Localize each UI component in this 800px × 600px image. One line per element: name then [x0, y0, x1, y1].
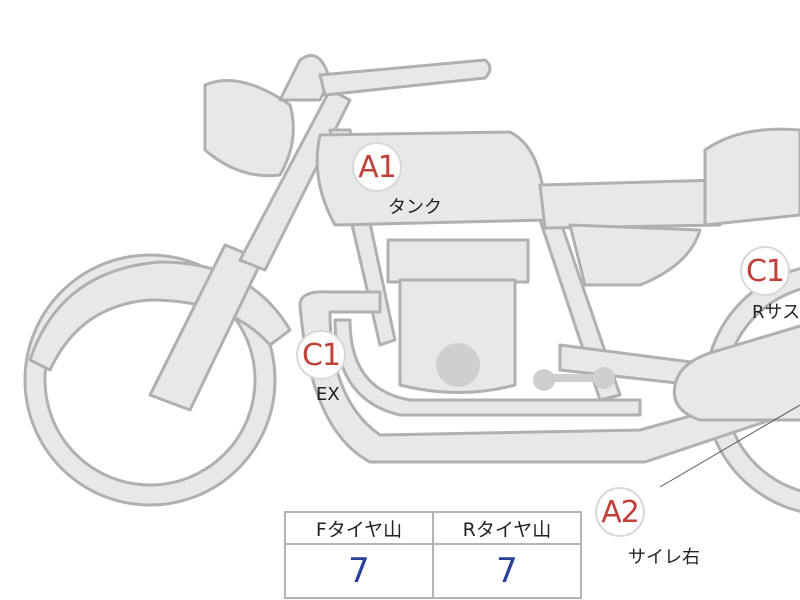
muffler	[672, 324, 800, 422]
engine-block	[398, 278, 517, 394]
exhaust-pipe	[298, 290, 800, 464]
marker-label-ex: EX	[316, 384, 340, 405]
engine-head	[386, 238, 530, 284]
seat	[538, 178, 722, 230]
rear-tire-value: 7	[432, 543, 582, 599]
leader-line	[659, 404, 800, 488]
marker-label-rsus: Rサス	[752, 302, 800, 323]
marker-badge-a1[interactable]: A1	[352, 142, 402, 192]
front-tire-header: Fタイヤ山	[284, 511, 434, 545]
front-tire-value: 7	[284, 543, 434, 599]
marker-badge-c1-ex[interactable]: C1	[296, 330, 346, 380]
tire-tread-table: Fタイヤ山 Rタイヤ山 7 7	[284, 511, 582, 599]
marker-badge-c1-rsus[interactable]: C1	[740, 246, 790, 296]
marker-label-muffler-right: サイレ右	[628, 547, 700, 568]
headlight	[203, 79, 295, 178]
rear-tire-header: Rタイヤ山	[432, 511, 582, 545]
marker-badge-a2[interactable]: A2	[595, 487, 645, 537]
marker-label-tank: タンク	[388, 197, 442, 218]
